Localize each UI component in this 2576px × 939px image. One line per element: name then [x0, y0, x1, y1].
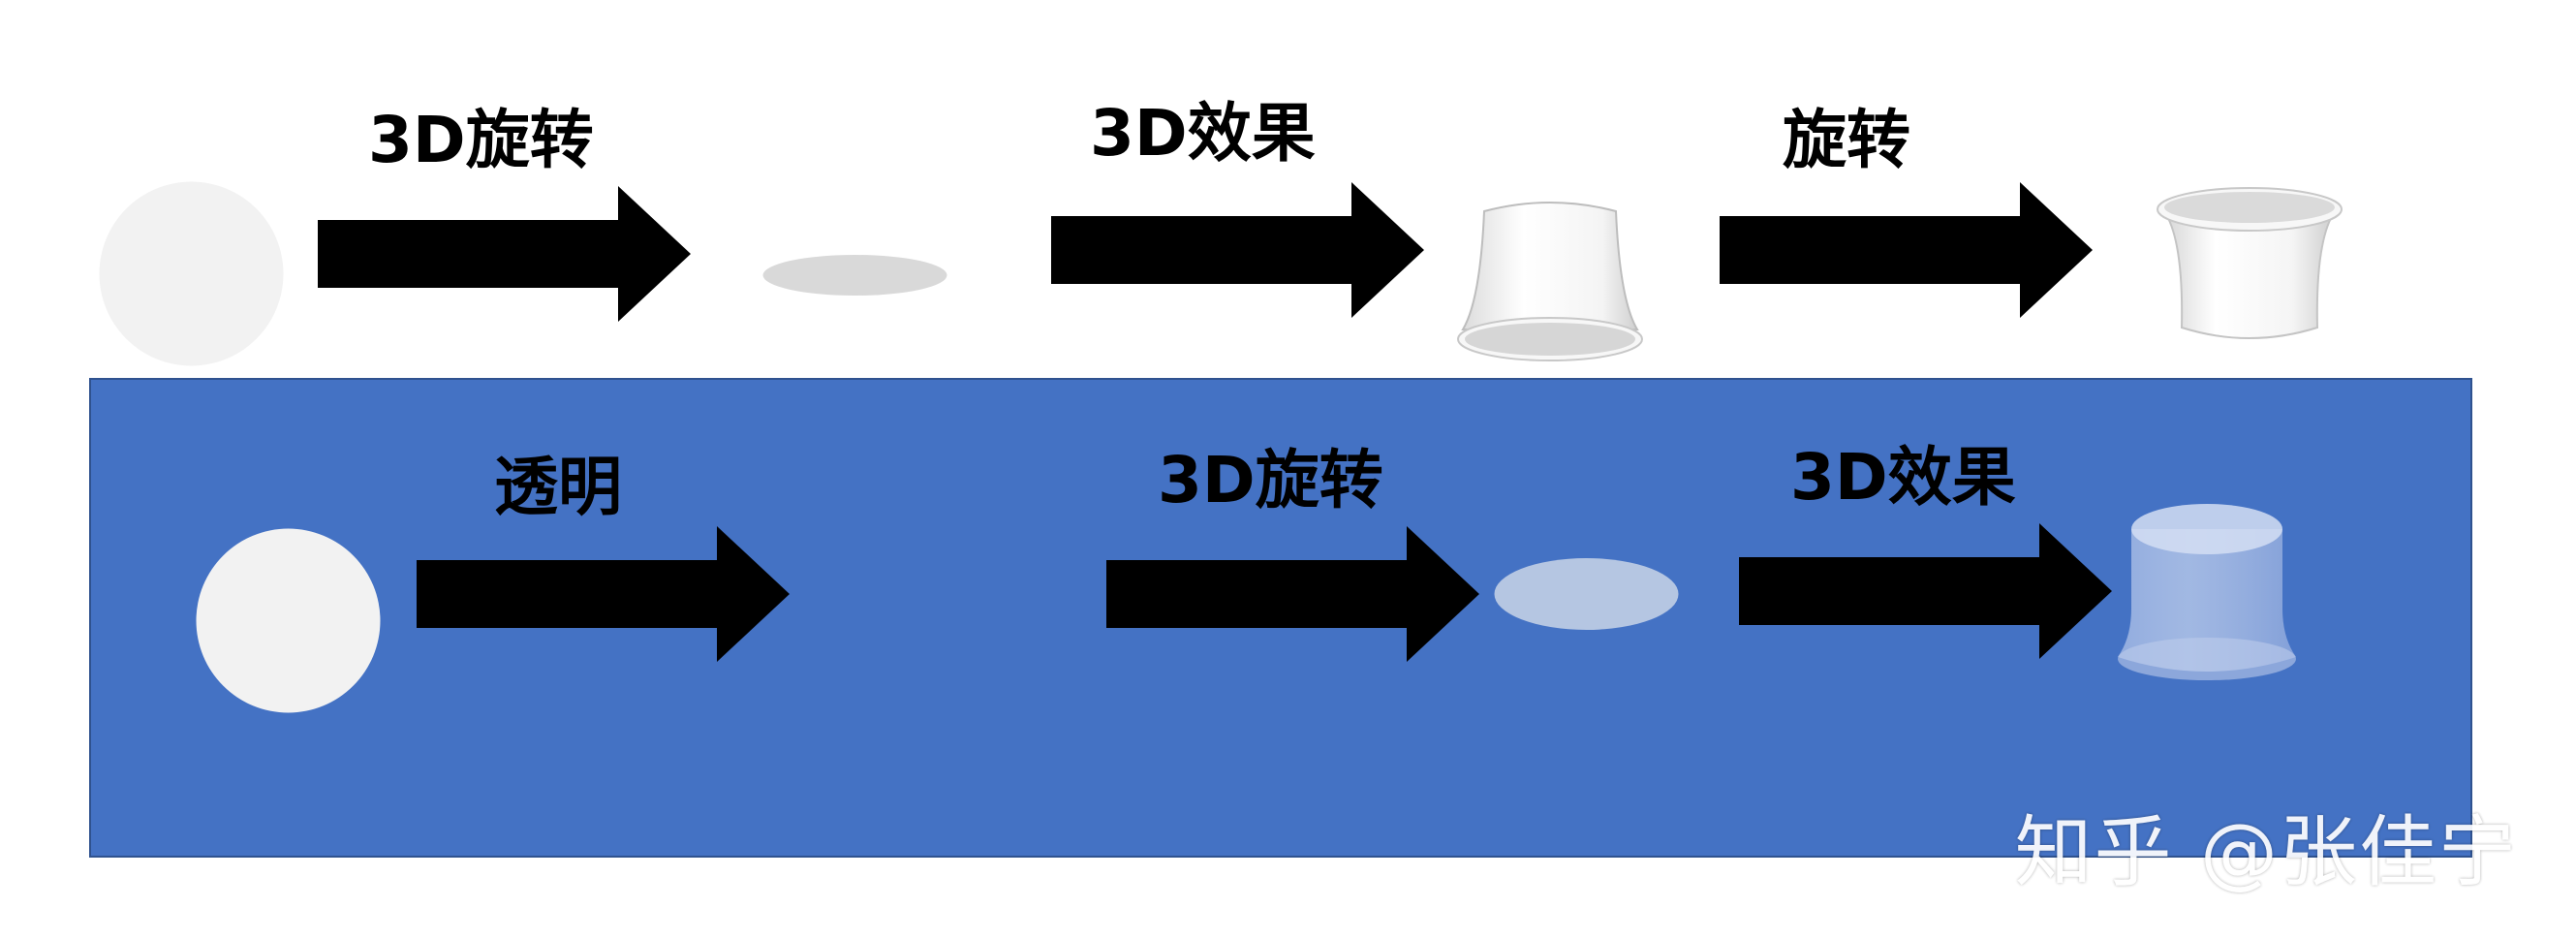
top-label-3d-rotate: 3D旋转 [368, 103, 594, 177]
flat-circle-shape [196, 528, 381, 713]
arrow-right-icon [417, 526, 790, 662]
top-label-rotate: 旋转 [1783, 103, 1910, 177]
zhihu-watermark: 知乎 @张佳宁 [2014, 807, 2518, 897]
rotated-disc-shape [762, 255, 947, 296]
arrow-right-icon [1051, 182, 1424, 318]
bottom-label-3d-effect: 3D效果 [1790, 440, 2016, 515]
transparent-disc-shape [1494, 558, 1679, 630]
3d-cup-shape [1457, 202, 1643, 361]
3d-cup-upright-shape [2157, 187, 2343, 339]
arrow-right-icon [1739, 523, 2112, 659]
arrow-right-icon [1106, 526, 1479, 662]
arrow-right-icon [1720, 182, 2093, 318]
top-label-3d-effect: 3D效果 [1090, 96, 1316, 171]
flat-circle-shape [99, 181, 284, 366]
arrow-right-icon [318, 186, 691, 322]
bottom-label-3d-rotate: 3D旋转 [1158, 443, 1383, 517]
bottom-label-transparent: 透明 [494, 450, 622, 524]
transparent-3d-cup-shape [2118, 504, 2296, 680]
